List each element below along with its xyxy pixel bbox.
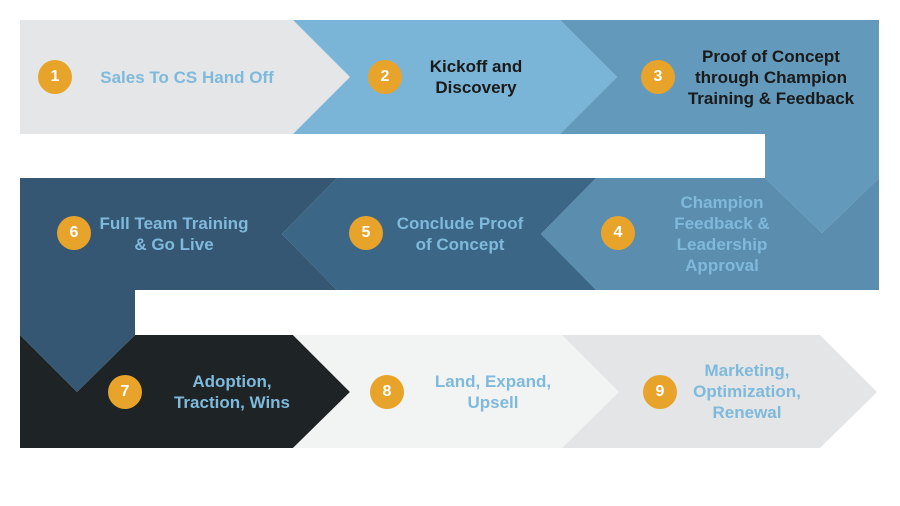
step-2-shape (293, 20, 617, 134)
step-9-number-badge: 9 (643, 375, 677, 409)
step-2-number-badge: 2 (368, 60, 402, 94)
step-9-label: Marketing, Optimization, Renewal (693, 361, 801, 422)
step-8-shape (293, 335, 619, 448)
step-2-label: Kickoff and Discovery (429, 57, 523, 97)
step-3-number-badge: 3 (641, 60, 675, 94)
step-5-label: Conclude Proof of Concept (396, 214, 524, 254)
step-1-number-badge: 1 (38, 60, 72, 94)
step-9-shape (562, 335, 877, 448)
step-5-shape (282, 178, 596, 290)
step-7-label: Adoption, Traction, Wins (173, 371, 291, 412)
step-7-number-badge: 7 (108, 375, 142, 409)
step-4-number-badge: 4 (601, 216, 635, 250)
step-8-number-badge: 8 (370, 375, 404, 409)
step-6-shape (20, 178, 337, 392)
step-1-label: Sales To CS Hand Off (100, 67, 274, 87)
step-1-shape (20, 20, 350, 134)
step-3-shape (560, 20, 879, 233)
step-7-shape (20, 335, 350, 448)
step-6-number-badge: 6 (57, 216, 91, 250)
step-4-label: Champion Feedback & Leadership Approval (674, 193, 770, 275)
step-4-shape (541, 178, 879, 290)
step-5-number-badge: 5 (349, 216, 383, 250)
step-3-label: Proof of Concept through Champion Traini… (687, 46, 855, 108)
step-6-label: Full Team Training & Go Live (99, 214, 249, 254)
step-8-label: Land, Expand, Upsell (434, 371, 552, 412)
